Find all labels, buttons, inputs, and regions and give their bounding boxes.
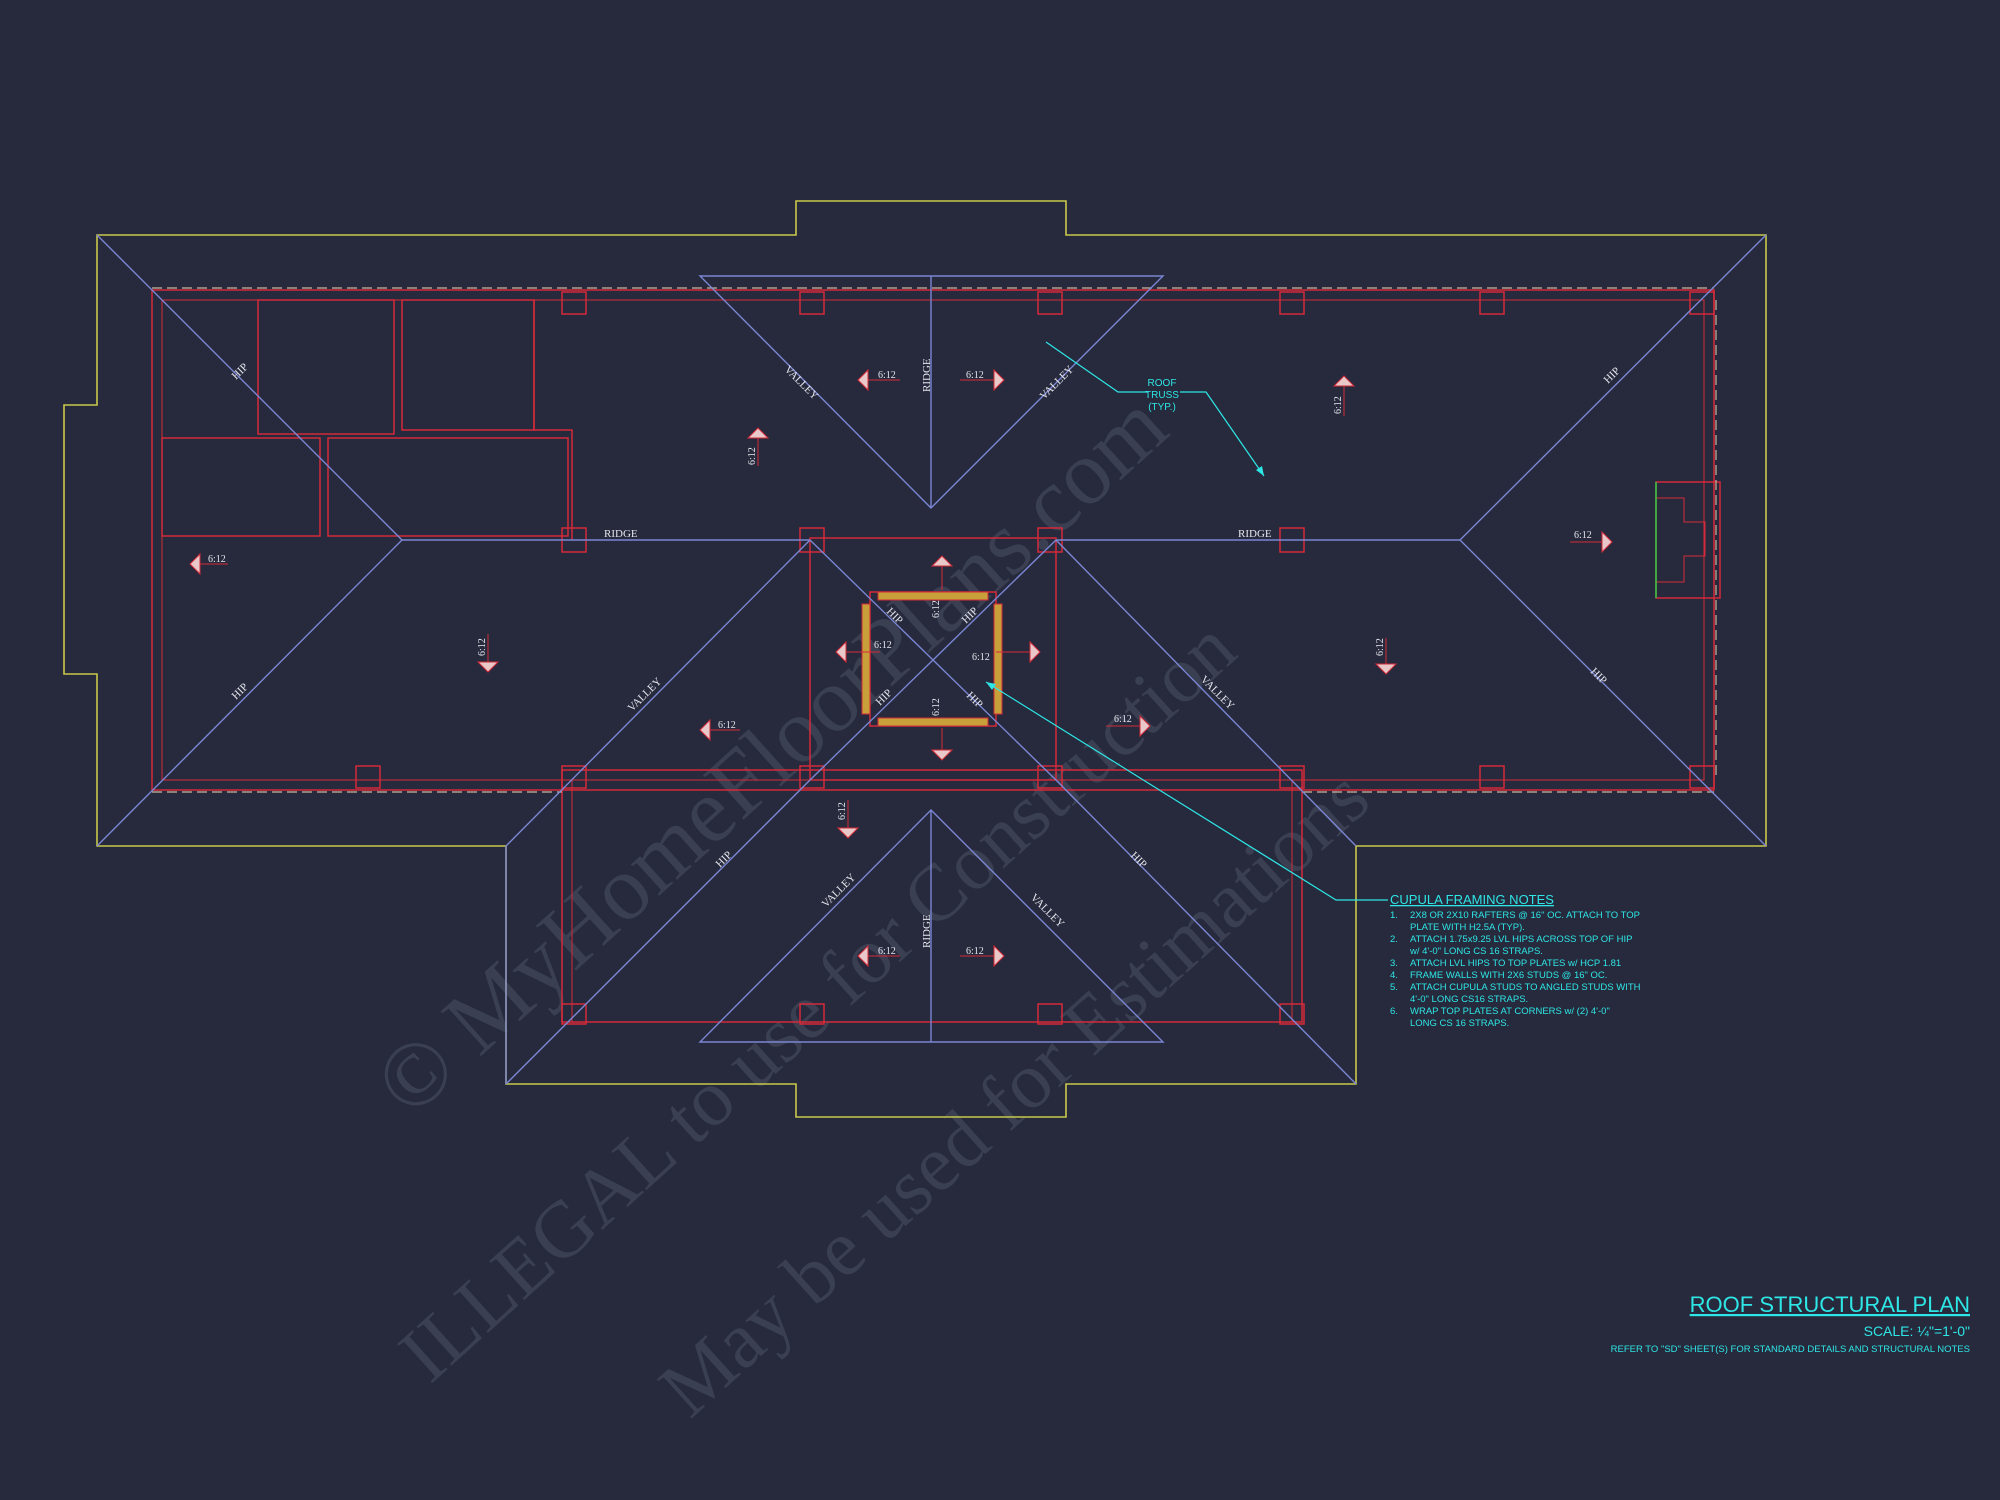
slope-label: 6:12 xyxy=(747,447,758,465)
slope-label: 6:12 xyxy=(966,370,984,381)
note-line: ATTACH CUPULA STUDS TO ANGLED STUDS WITH xyxy=(1410,982,1641,993)
hip-label: HIP xyxy=(1588,666,1609,687)
note-line: 2X8 OR 2X10 RAFTERS @ 16" OC. ATTACH TO … xyxy=(1410,910,1640,921)
slope-label: 6:12 xyxy=(931,698,942,716)
valley-label: VALLEY xyxy=(626,675,665,714)
cupula-frame xyxy=(861,591,1003,727)
valley-label: VALLEY xyxy=(820,871,859,910)
wall-framing xyxy=(151,289,1721,1025)
note-line: 4'-0" LONG CS16 STRAPS. xyxy=(1410,994,1528,1005)
slope-label: 6:12 xyxy=(966,946,984,957)
title-block: ROOF STRUCTURAL PLAN SCALE: ¼"=1'-0" REF… xyxy=(1611,1292,1970,1355)
slope-label: 6:12 xyxy=(1333,396,1344,414)
slope-label: 6:12 xyxy=(718,720,736,731)
slope-label: 6:12 xyxy=(931,600,942,618)
valley-label: VALLEY xyxy=(782,364,821,403)
note-line: w/ 4'-0" LONG CS 16 STRAPS. xyxy=(1409,946,1543,957)
cupula-framing-notes: CUPULA FRAMING NOTES 1. 2X8 OR 2X10 RAFT… xyxy=(1390,892,1641,1029)
cupula-notes-title: CUPULA FRAMING NOTES xyxy=(1390,892,1554,907)
note-number: 5. xyxy=(1390,982,1398,993)
watermark: © MyHomeFloorPlans.com ILLEGAL to use fo… xyxy=(355,373,1385,1434)
slope-indicators xyxy=(189,368,1613,968)
slope-labels: 6:12 6:12 6:12 6:12 6:12 6:12 6:12 6:12 … xyxy=(208,370,1592,957)
ridge-label: RIDGE xyxy=(1238,528,1272,540)
roof-eave-outline xyxy=(63,200,1767,1118)
top-plate-dashed xyxy=(152,287,1717,793)
roof-truss-callout: ROOF TRUSS (TYP.) xyxy=(1045,341,1265,477)
hip-label: HIP xyxy=(1602,365,1623,386)
note-line: LONG CS 16 STRAPS. xyxy=(1410,1018,1509,1029)
valley-label: VALLEY xyxy=(1038,363,1077,402)
note-line: WRAP TOP PLATES AT CORNERS w/ (2) 4'-0" xyxy=(1410,1006,1610,1017)
note-number: 4. xyxy=(1390,970,1398,981)
note-number: 6. xyxy=(1390,1006,1398,1017)
slope-label: 6:12 xyxy=(477,638,488,656)
hip-label: HIP xyxy=(1128,850,1149,871)
ridge-label: RIDGE xyxy=(921,358,933,392)
note-number: 1. xyxy=(1390,910,1398,921)
slope-label: 6:12 xyxy=(1114,714,1132,725)
roof-framing-lines xyxy=(96,234,1767,1085)
slope-label: 6:12 xyxy=(1574,530,1592,541)
slope-label: 6:12 xyxy=(208,554,226,565)
slope-label: 6:12 xyxy=(878,370,896,381)
hip-label: HIP xyxy=(230,681,251,702)
cupula-notes-leader xyxy=(985,681,1388,901)
note-number: 2. xyxy=(1390,934,1398,945)
ridge-label: RIDGE xyxy=(604,528,638,540)
roof-truss-callout-line: TRUSS xyxy=(1145,390,1179,401)
slope-label: 6:12 xyxy=(837,802,848,820)
plan-title: ROOF STRUCTURAL PLAN xyxy=(1690,1292,1970,1317)
roof-truss-callout-line: ROOF xyxy=(1148,378,1177,389)
ridge-label: RIDGE xyxy=(921,914,933,948)
plan-scale: SCALE: ¼"=1'-0" xyxy=(1864,1323,1970,1339)
slope-label: 6:12 xyxy=(1375,638,1386,656)
slope-label: 6:12 xyxy=(972,652,990,663)
hip-label: HIP xyxy=(230,361,251,382)
plan-reference-note: REFER TO "SD" SHEET(S) FOR STANDARD DETA… xyxy=(1611,1344,1970,1355)
valley-label: VALLEY xyxy=(1028,892,1067,931)
note-line: ATTACH 1.75x9.25 LVL HIPS ACROSS TOP OF … xyxy=(1410,934,1632,945)
roof-truss-callout-line: (TYP.) xyxy=(1148,402,1176,413)
note-line: FRAME WALLS WITH 2X6 STUDS @ 16" OC. xyxy=(1410,970,1607,981)
slope-label: 6:12 xyxy=(878,946,896,957)
note-line: ATTACH LVL HIPS TO TOP PLATES w/ HCP 1.8… xyxy=(1410,958,1621,969)
note-number: 3. xyxy=(1390,958,1398,969)
note-line: PLATE WITH H2.5A (TYP). xyxy=(1410,922,1525,933)
slope-label: 6:12 xyxy=(874,640,892,651)
